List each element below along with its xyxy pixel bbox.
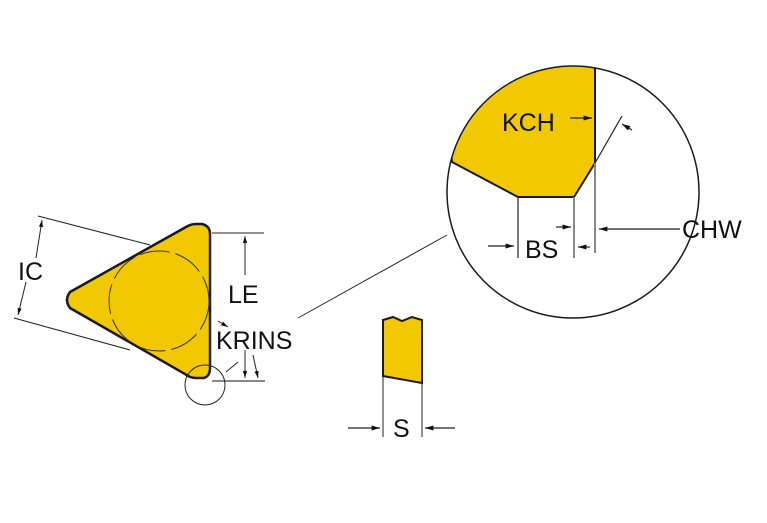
detail-marker-circle [184, 364, 226, 406]
kch-label: KCH [502, 109, 555, 137]
ic-label: IC [18, 258, 43, 286]
ic-dimension [13, 215, 151, 351]
chw-label: CHW [682, 216, 742, 244]
s-label: S [393, 415, 410, 443]
bs-label: BS [525, 236, 558, 264]
krins-label: KRINS [216, 327, 292, 355]
insert-side-view [348, 315, 455, 437]
magnified-detail [446, 65, 700, 319]
triangular-insert [65, 222, 212, 380]
le-dimension [212, 232, 265, 382]
leader-line [297, 234, 448, 319]
le-label: LE [228, 281, 259, 309]
